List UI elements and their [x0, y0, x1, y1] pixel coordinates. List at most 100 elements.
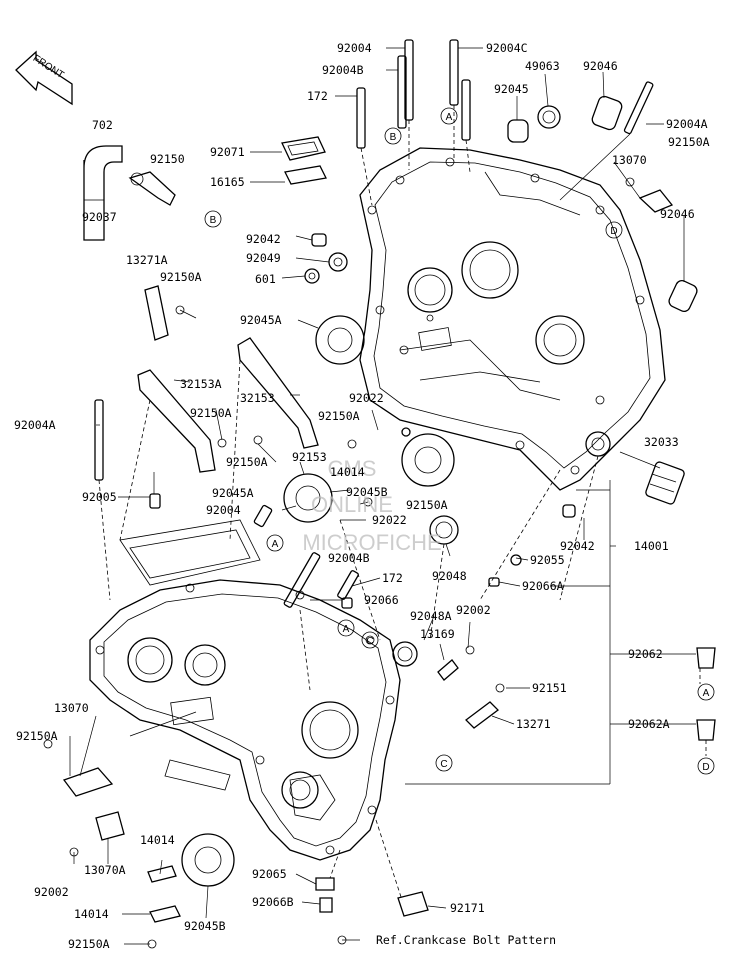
cylinder-bore-2 — [461, 241, 519, 299]
alignment-lines — [98, 105, 707, 901]
callout-c1: C — [366, 636, 373, 647]
part-label: 92049 — [246, 251, 281, 265]
callout-d1: D — [610, 226, 617, 237]
part-label: 92004 — [206, 503, 241, 517]
breather-hose — [83, 145, 123, 241]
callout-c2: C — [440, 759, 447, 770]
part-label: 92048A — [410, 609, 452, 623]
watermark-line1: CMS — [328, 456, 377, 481]
part-label: 92004A — [14, 418, 56, 432]
part-label: 92045A — [240, 313, 282, 327]
cylinder-bore-1 — [407, 267, 453, 313]
part-label: 92066B — [252, 895, 294, 909]
part-label: 92048 — [432, 569, 467, 583]
part-label: 92151 — [532, 681, 567, 695]
part-label: 13070 — [612, 153, 647, 167]
ref-crankcase-bolt-note: Ref.Crankcase Bolt Pattern — [376, 933, 556, 947]
part-label: 92153 — [292, 450, 327, 464]
hoses-and-pipes — [83, 145, 685, 505]
part-label: 14014 — [330, 465, 365, 479]
watermark: CMS ONLINE MICROFICHE — [302, 456, 441, 555]
part-label: 92062 — [628, 647, 663, 661]
watermark-line3: MICROFICHE — [302, 530, 441, 555]
part-label: 14014 — [140, 833, 175, 847]
part-label: 92002 — [456, 603, 491, 617]
callout-a2: A — [272, 539, 279, 550]
front-arrow: FRONT — [15, 50, 73, 106]
bearings — [181, 95, 698, 887]
part-label: 14001 — [634, 539, 669, 553]
part-label: 92005 — [82, 490, 117, 504]
part-label: 32153A — [180, 377, 222, 391]
part-label: 92022 — [372, 513, 407, 527]
part-label: 92004B — [322, 63, 364, 77]
upper-crankcase-half — [359, 147, 666, 491]
part-label: 92004B — [328, 551, 370, 565]
part-label: 92071 — [210, 145, 245, 159]
callout-b1: B — [210, 215, 217, 226]
part-label: 92066A — [522, 579, 564, 593]
callout-b-circle — [204, 210, 222, 228]
callout-a1: A — [446, 112, 453, 123]
part-label: 92150A — [160, 270, 202, 284]
oil-filter-32033 — [645, 461, 685, 505]
part-label: 92150A — [406, 498, 448, 512]
part-label: 13070 — [54, 701, 89, 715]
part-label: 32033 — [644, 435, 679, 449]
part-label: 92150A — [318, 409, 360, 423]
part-label: 92150A — [190, 406, 232, 420]
part-label: 92065 — [252, 867, 287, 881]
part-label: 702 — [92, 118, 113, 132]
watermark-line2: ONLINE — [311, 492, 393, 517]
part-label: 92004 — [337, 41, 372, 55]
part-label: 172 — [382, 571, 403, 585]
breather-cover — [119, 519, 261, 586]
reference-callouts: B B A D A A C C A D — [204, 107, 715, 775]
part-label: 92150 — [150, 152, 185, 166]
oil-pipe-32153 — [237, 337, 319, 449]
part-label: 13271A — [126, 253, 168, 267]
part-label: 92042 — [246, 232, 281, 246]
part-label: 14014 — [74, 907, 109, 921]
part-label: 92046 — [583, 59, 618, 73]
part-labels: 92004 92004C 92004B 49063 92046 172 9204… — [14, 41, 710, 951]
part-label: 92150A — [226, 455, 268, 469]
part-label: 92150A — [68, 937, 110, 951]
part-label: 13070A — [84, 863, 126, 877]
oil-pipe-32153A — [137, 369, 216, 473]
part-label: 92045A — [212, 486, 254, 500]
part-label: 172 — [307, 89, 328, 103]
part-label: 92150A — [16, 729, 58, 743]
part-label: 92045B — [184, 919, 226, 933]
part-label: 49063 — [525, 59, 560, 73]
callout-a3: A — [343, 624, 350, 635]
front-label: FRONT — [31, 53, 66, 81]
lower-crankcase-half — [89, 519, 401, 861]
part-label: 92055 — [530, 553, 565, 567]
callout-a4: A — [703, 688, 710, 699]
part-label: 13271 — [516, 717, 551, 731]
part-label: 92022 — [349, 391, 384, 405]
part-label: 92062A — [628, 717, 670, 731]
callout-b2: B — [390, 132, 397, 143]
part-label: 92150A — [668, 135, 710, 149]
part-label: 92002 — [34, 885, 69, 899]
part-label: 13169 — [420, 627, 455, 641]
part-label: 92004A — [666, 117, 708, 131]
part-label: 92037 — [82, 210, 117, 224]
part-label: 92004C — [486, 41, 528, 55]
part-label: 92042 — [560, 539, 595, 553]
part-label: 32153 — [240, 391, 275, 405]
part-label: 92046 — [660, 207, 695, 221]
part-label: 92045B — [346, 485, 388, 499]
breather-fitting — [128, 171, 176, 206]
part-label: 92171 — [450, 901, 485, 915]
part-label: 92045 — [494, 82, 529, 96]
part-label: 92066 — [364, 593, 399, 607]
part-label: 16165 — [210, 175, 245, 189]
leader-lines — [69, 47, 696, 945]
part-label: 601 — [255, 272, 276, 286]
callout-d2: D — [702, 762, 709, 773]
